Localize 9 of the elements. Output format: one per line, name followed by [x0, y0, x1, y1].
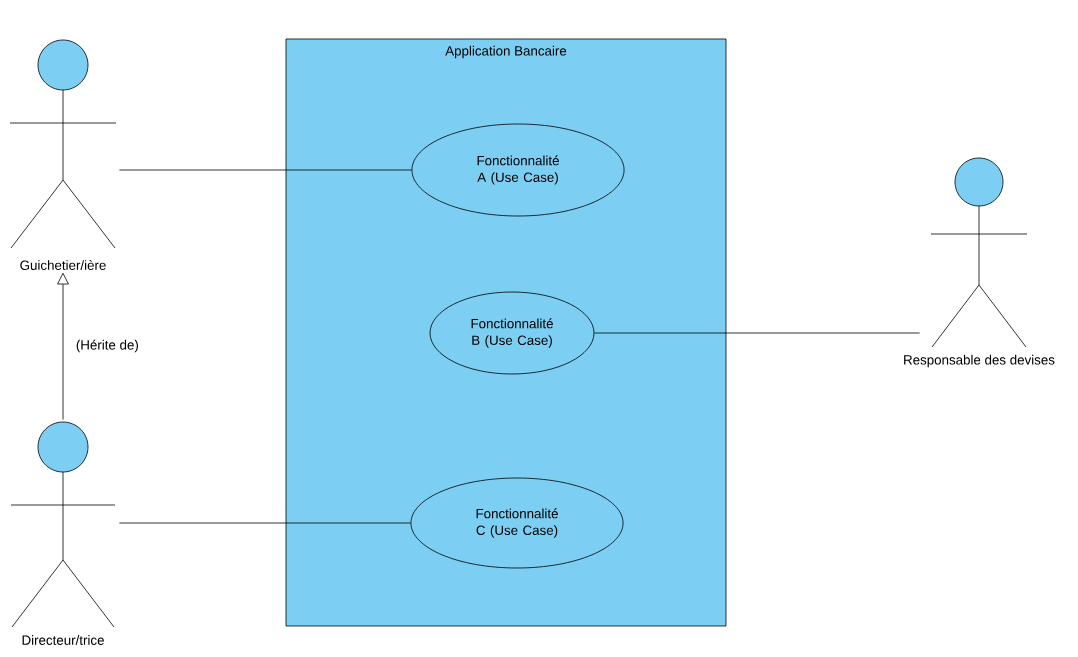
association-line — [594, 332, 920, 334]
generalization-arrow — [57, 272, 69, 420]
association-line — [119, 169, 412, 171]
actor-label: Directeur/trice — [22, 635, 104, 645]
edge-label: (Hérite de) — [76, 339, 138, 353]
actor-label: Responsable des devises — [904, 354, 1055, 368]
system-title: Application Bancaire — [445, 45, 567, 59]
actor-label: Guichetier/ière — [20, 260, 106, 270]
association-line — [119, 522, 411, 524]
